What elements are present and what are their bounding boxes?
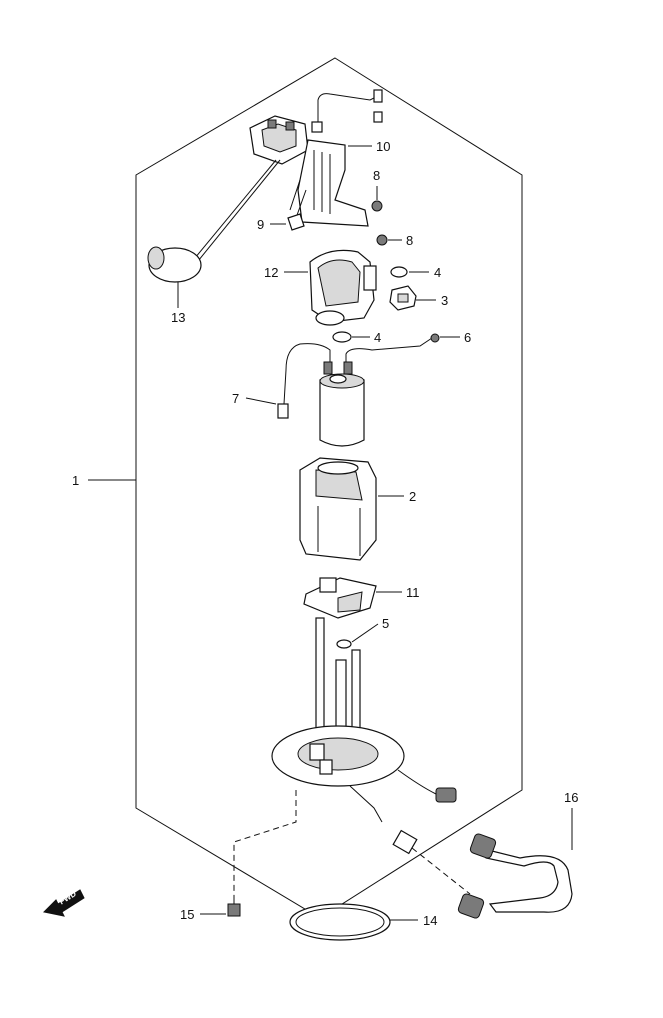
part-9-clip	[287, 213, 305, 231]
callout-8-upper: 8	[373, 168, 380, 183]
part-10-harness-bracket	[289, 89, 383, 227]
part-4-oring-upper	[390, 266, 408, 278]
callout-1: 1	[72, 473, 79, 488]
part-7-wire-lead	[277, 343, 331, 419]
callout-9: 9	[257, 217, 264, 232]
callout-5: 5	[382, 616, 389, 631]
part-16-fuel-hose	[457, 833, 573, 919]
callout-3: 3	[441, 293, 448, 308]
forward-arrow-icon: FWD	[42, 889, 85, 917]
part-6-wire-lead	[345, 333, 440, 364]
part-2-pump-case	[299, 457, 377, 561]
part-3-pressure-regulator	[389, 285, 417, 311]
callout-15: 15	[180, 907, 194, 922]
part-12-regulator-housing	[309, 249, 377, 326]
part-4-oring-lower	[332, 331, 352, 343]
callout-6: 6	[464, 330, 471, 345]
callout-11: 11	[406, 585, 420, 600]
callout-4-lower: 4	[374, 330, 381, 345]
dashed-guide-bolt	[233, 790, 297, 900]
quick-connector	[392, 829, 418, 855]
part-15-bolt	[227, 900, 241, 917]
part-14-gasket-inner	[295, 907, 385, 937]
part-14-gasket	[289, 903, 391, 941]
part-5-oring	[336, 639, 352, 649]
callout-14: 14	[423, 913, 437, 928]
callout-12: 12	[264, 265, 278, 280]
callout-2: 2	[409, 489, 416, 504]
fuel-pump-motor	[319, 361, 365, 447]
dashed-guide-hose	[411, 847, 471, 895]
part-8-screw-upper	[371, 186, 383, 212]
part-8-screw-lower	[376, 234, 402, 246]
callout-7: 7	[232, 391, 239, 406]
callout-13: 13	[171, 310, 185, 325]
flange-base-assembly	[271, 617, 457, 823]
part-11-fuel-filter	[303, 577, 377, 619]
callout-4-upper: 4	[434, 265, 441, 280]
leader-5	[351, 623, 379, 643]
callout-16: 16	[564, 790, 578, 805]
callout-10: 10	[376, 139, 390, 154]
part-13-fuel-level-sender	[147, 115, 309, 283]
callout-8-lower: 8	[406, 233, 413, 248]
leader-7	[245, 397, 277, 405]
